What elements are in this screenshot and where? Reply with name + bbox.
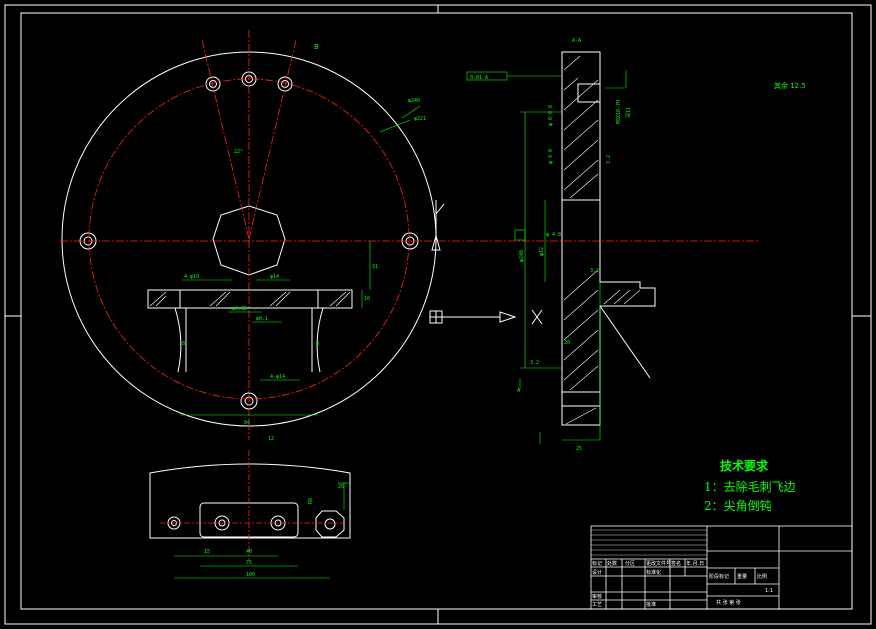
title-block: 标记 处数 分区 更改文件号 签名 年.月.日 设计 标准化 审核 工艺 批准 … bbox=[590, 525, 853, 610]
depth-label: 深11 bbox=[625, 107, 632, 118]
tb-count: 处数 bbox=[607, 560, 617, 567]
bottom-view: 15 40 75 100 26 R8 bbox=[149, 450, 351, 579]
roughness-1: 3.2 bbox=[606, 155, 612, 164]
dim-width-label: 84 bbox=[244, 420, 250, 426]
tol-b-label: φ0.1 bbox=[256, 316, 268, 322]
tb-scale: 比例 bbox=[757, 573, 767, 580]
dim-b-label: φ 0 0 8 bbox=[548, 105, 554, 126]
marker-b: B bbox=[314, 43, 319, 51]
tb-mark: 标记 bbox=[592, 560, 602, 567]
angle-label: 22° bbox=[234, 149, 243, 155]
dim-100-label: 100 bbox=[246, 572, 255, 578]
dim-bottom-label: 25 bbox=[576, 446, 582, 452]
dim-left-label: 8 bbox=[182, 341, 185, 347]
tb-approve: 批准 bbox=[646, 601, 656, 608]
dim-40-label: 40 bbox=[246, 549, 252, 555]
tb-process: 工艺 bbox=[592, 602, 602, 608]
tb-date: 年.月.日 bbox=[686, 560, 704, 567]
dim-right-label: 31 bbox=[372, 264, 378, 270]
tb-scale-value: 1:1 bbox=[765, 588, 773, 594]
tb-sheets: 共 张 第 张 bbox=[716, 599, 741, 606]
front-view: 22° φ240 φ221 4-φ10 φ14 4-φ14 φ0.05 φ0.1… bbox=[60, 30, 760, 442]
roughness-3: 3.2 bbox=[530, 360, 539, 366]
dim-26-label: 26 bbox=[338, 484, 344, 490]
diameter-pcd-label: φ221 bbox=[414, 116, 426, 122]
roughness-2: 3.2 bbox=[590, 268, 599, 274]
tech-title: 技术要求 bbox=[720, 458, 769, 473]
dim-right2-label: 10 bbox=[364, 296, 370, 302]
tb-weight: 重量 bbox=[737, 573, 747, 580]
tech-item-1: 1：去除毛刺飞边 bbox=[704, 479, 796, 494]
section-label: A-A bbox=[572, 38, 581, 44]
thread-label: M8X10-7H bbox=[616, 100, 622, 124]
holes-bottom-label: 4-φ14 bbox=[270, 374, 285, 380]
holes-top-label: 4-φ10 bbox=[184, 274, 199, 280]
tb-std: 标准化 bbox=[646, 569, 661, 576]
dim-r-label: R8 bbox=[308, 498, 314, 504]
dim-a-label: φ 4 0 bbox=[548, 149, 554, 164]
diameter-main-label: φ240 bbox=[519, 250, 525, 262]
tolerance-frame: 0.01 A bbox=[470, 75, 488, 81]
tb-zone: 分区 bbox=[625, 560, 635, 567]
diameter-outer-label: φ240 bbox=[408, 98, 420, 104]
tol-a-label: φ0.05 bbox=[232, 306, 247, 312]
side-section-view: A-A bbox=[466, 38, 806, 452]
tb-change-doc: 更改文件号 bbox=[646, 560, 671, 567]
tech-requirements: 技术要求 1：去除毛刺飞边 2：尖角倒钝 bbox=[704, 458, 796, 513]
tech-item-2: 2：尖角倒钝 bbox=[704, 499, 772, 513]
roughness-note: 其余 12.5 bbox=[774, 81, 806, 90]
dim-c-label: φ 4 8 bbox=[546, 232, 561, 238]
tb-sign: 签名 bbox=[671, 560, 681, 567]
dim-right3-label: 8 bbox=[316, 341, 319, 347]
dim-75-label: 75 bbox=[246, 560, 252, 566]
drawing-frame bbox=[4, 4, 872, 625]
dim-15-label: 15 bbox=[204, 549, 210, 555]
tb-review: 审核 bbox=[592, 593, 602, 600]
section-arrow bbox=[429, 200, 543, 325]
tb-design: 设计 bbox=[592, 569, 602, 576]
tb-stage: 阶段标记 bbox=[709, 573, 729, 580]
datum-label: A bbox=[517, 388, 520, 394]
diameter-small-label: φ12 bbox=[539, 247, 545, 256]
dim-inner-label: 20 bbox=[564, 340, 570, 346]
dim-12-label: 12 bbox=[268, 436, 274, 442]
hole-mid-label: φ14 bbox=[270, 274, 279, 280]
